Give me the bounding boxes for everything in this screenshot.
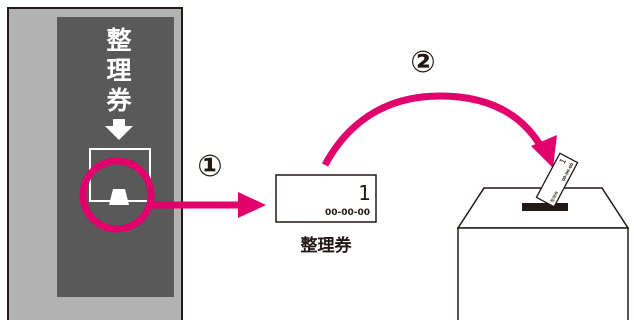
machine-label: 整 理 券	[106, 26, 132, 115]
step2-number: ②	[410, 45, 435, 80]
ticket-machine: 整 理 券	[7, 7, 183, 320]
step2-arrow-head	[531, 135, 557, 168]
down-arrow-icon	[105, 119, 133, 140]
inserted-slip: 1 00-00-00 整理券	[535, 152, 579, 208]
slip-number: 1	[558, 157, 568, 166]
ticket-caption: 整理券	[301, 235, 353, 256]
step2-arrow-arc	[321, 92, 547, 167]
step1-number: ①	[197, 149, 222, 184]
ticket-card	[275, 174, 377, 223]
ticket-box: 1 00-00-00 整理券	[456, 152, 630, 320]
numbered-ticket: 1 00-00-00 整理券	[275, 174, 377, 256]
machine-label-char-3: 券	[106, 86, 132, 115]
ticket-number: 1	[358, 181, 371, 205]
machine-label-char-2: 理	[106, 56, 131, 85]
slip-card	[535, 152, 579, 208]
machine-label-char-1: 整	[106, 26, 131, 55]
box-body	[457, 227, 629, 320]
box-slot[interactable]	[522, 203, 568, 211]
dispenser-highlight-circle	[79, 157, 155, 233]
ticket-tab-icon	[109, 189, 129, 205]
ticket-code: 00-00-00	[325, 208, 370, 218]
machine-panel	[57, 17, 174, 297]
step1-arrow-head	[238, 192, 266, 218]
slip-label: 整理券	[548, 190, 559, 203]
